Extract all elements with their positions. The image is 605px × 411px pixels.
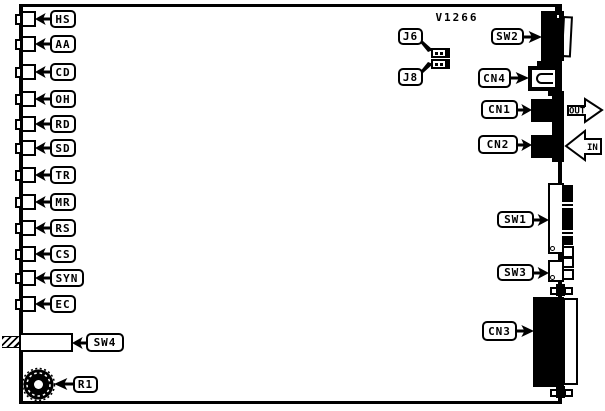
cn4-jack-shape (536, 73, 553, 84)
signal-out-label: OUT (569, 107, 586, 117)
potentiometer-label-r1: R1 (73, 376, 98, 393)
pointer-left-icon (35, 13, 51, 25)
sw4-switch-body (19, 333, 73, 352)
pointer-left-icon (35, 272, 51, 284)
r1-potentiometer-icon (21, 367, 56, 402)
cn3-connector-body (533, 297, 564, 387)
sw1-pin1-marker (550, 246, 555, 251)
pointer-diagonal-icon (419, 41, 433, 52)
led-label-sd: SD (50, 139, 76, 157)
signal-out-arrow-icon: OUT (567, 97, 604, 124)
sw1-rocker-gap (562, 206, 573, 208)
switch-label-sw4: SW4 (86, 333, 124, 352)
connector-label-cn2: CN2 (478, 135, 518, 154)
sw1-dip-rockers (562, 185, 573, 245)
sw1-rocker-gap (562, 230, 573, 232)
led-label-cd: CD (50, 63, 76, 81)
cn3-connector-shell (563, 298, 578, 385)
pointer-right-icon (532, 267, 549, 279)
sw2-switch-body (541, 11, 564, 61)
bracket-screw-wing (564, 389, 573, 397)
pointer-left-icon (35, 196, 51, 208)
connector-label-cn3: CN3 (482, 321, 517, 341)
sw4-shaft-hatch (2, 336, 19, 348)
cn2-connector-body (531, 135, 564, 158)
sw2-mount-tab (555, 4, 562, 12)
led-label-rs: RS (50, 219, 76, 237)
led-label-tr: TR (50, 166, 76, 184)
pointer-left-icon (35, 169, 51, 181)
led-cd-indicator (21, 64, 36, 80)
led-label-rd: RD (50, 115, 76, 133)
pointer-left-icon (35, 142, 51, 154)
switch-label-sw1: SW1 (497, 211, 534, 228)
cn4-mount-tab (548, 91, 558, 96)
pointer-left-icon (54, 378, 74, 390)
pointer-left-icon (35, 66, 51, 78)
pointer-right-icon (515, 325, 534, 337)
sw3-pin1-marker (550, 275, 555, 280)
bracket-screw (556, 284, 565, 296)
pointer-right-icon (532, 214, 549, 226)
pointer-left-icon (35, 222, 51, 234)
pointer-right-icon (516, 104, 532, 116)
connector-label-cn1: CN1 (481, 100, 518, 119)
pointer-left-icon (35, 248, 51, 260)
pointer-left-icon (35, 38, 51, 50)
jumper-label-j8: J8 (398, 68, 423, 86)
pointer-left-icon (72, 337, 88, 349)
pointer-right-icon (516, 139, 532, 151)
cn1-connector-body (531, 99, 564, 122)
led-rs-indicator (21, 220, 36, 236)
bracket-screw (556, 386, 565, 398)
switch-label-sw2: SW2 (491, 28, 524, 45)
led-rd-indicator (21, 116, 36, 132)
led-label-mr: MR (50, 193, 76, 211)
led-label-aa: AA (50, 35, 76, 53)
led-label-syn: SYN (50, 269, 84, 287)
sw1-rocker-gap (562, 234, 573, 236)
led-label-oh: OH (50, 90, 76, 108)
signal-in-arrow-icon: IN (564, 128, 602, 162)
led-cs-indicator (21, 246, 36, 262)
sw2-mount-tab (555, 60, 562, 67)
pointer-left-icon (35, 93, 51, 105)
led-label-hs: HS (50, 10, 76, 28)
led-oh-indicator (21, 91, 36, 107)
sw2-marker (557, 15, 559, 18)
pointer-right-icon (509, 72, 529, 84)
led-label-ec: EC (50, 295, 76, 313)
bracket-screw-wing (564, 287, 573, 295)
board-id-text: V1266 (435, 11, 479, 24)
pointer-left-icon (35, 118, 51, 130)
led-ec-indicator (21, 296, 36, 312)
led-label-cs: CS (50, 245, 76, 263)
led-sd-indicator (21, 140, 36, 156)
led-syn-indicator (21, 270, 36, 286)
sw3-mount-tab (562, 257, 574, 268)
switch-label-sw3: SW3 (497, 264, 534, 281)
led-tr-indicator (21, 167, 36, 183)
sw3-mount-tab (562, 269, 574, 280)
jumper-j6-block (431, 48, 450, 58)
pointer-right-icon (522, 31, 542, 43)
jumper-label-j6: J6 (398, 28, 423, 45)
sw1-rocker-gap (562, 202, 573, 204)
pointer-left-icon (35, 298, 51, 310)
jumper-j8-block (431, 59, 450, 69)
led-mr-indicator (21, 194, 36, 210)
led-aa-indicator (21, 36, 36, 52)
led-hs-indicator (21, 11, 36, 27)
cn4-mount-tab (537, 61, 555, 67)
signal-in-label: IN (587, 143, 598, 153)
connector-label-cn4: CN4 (478, 68, 511, 88)
